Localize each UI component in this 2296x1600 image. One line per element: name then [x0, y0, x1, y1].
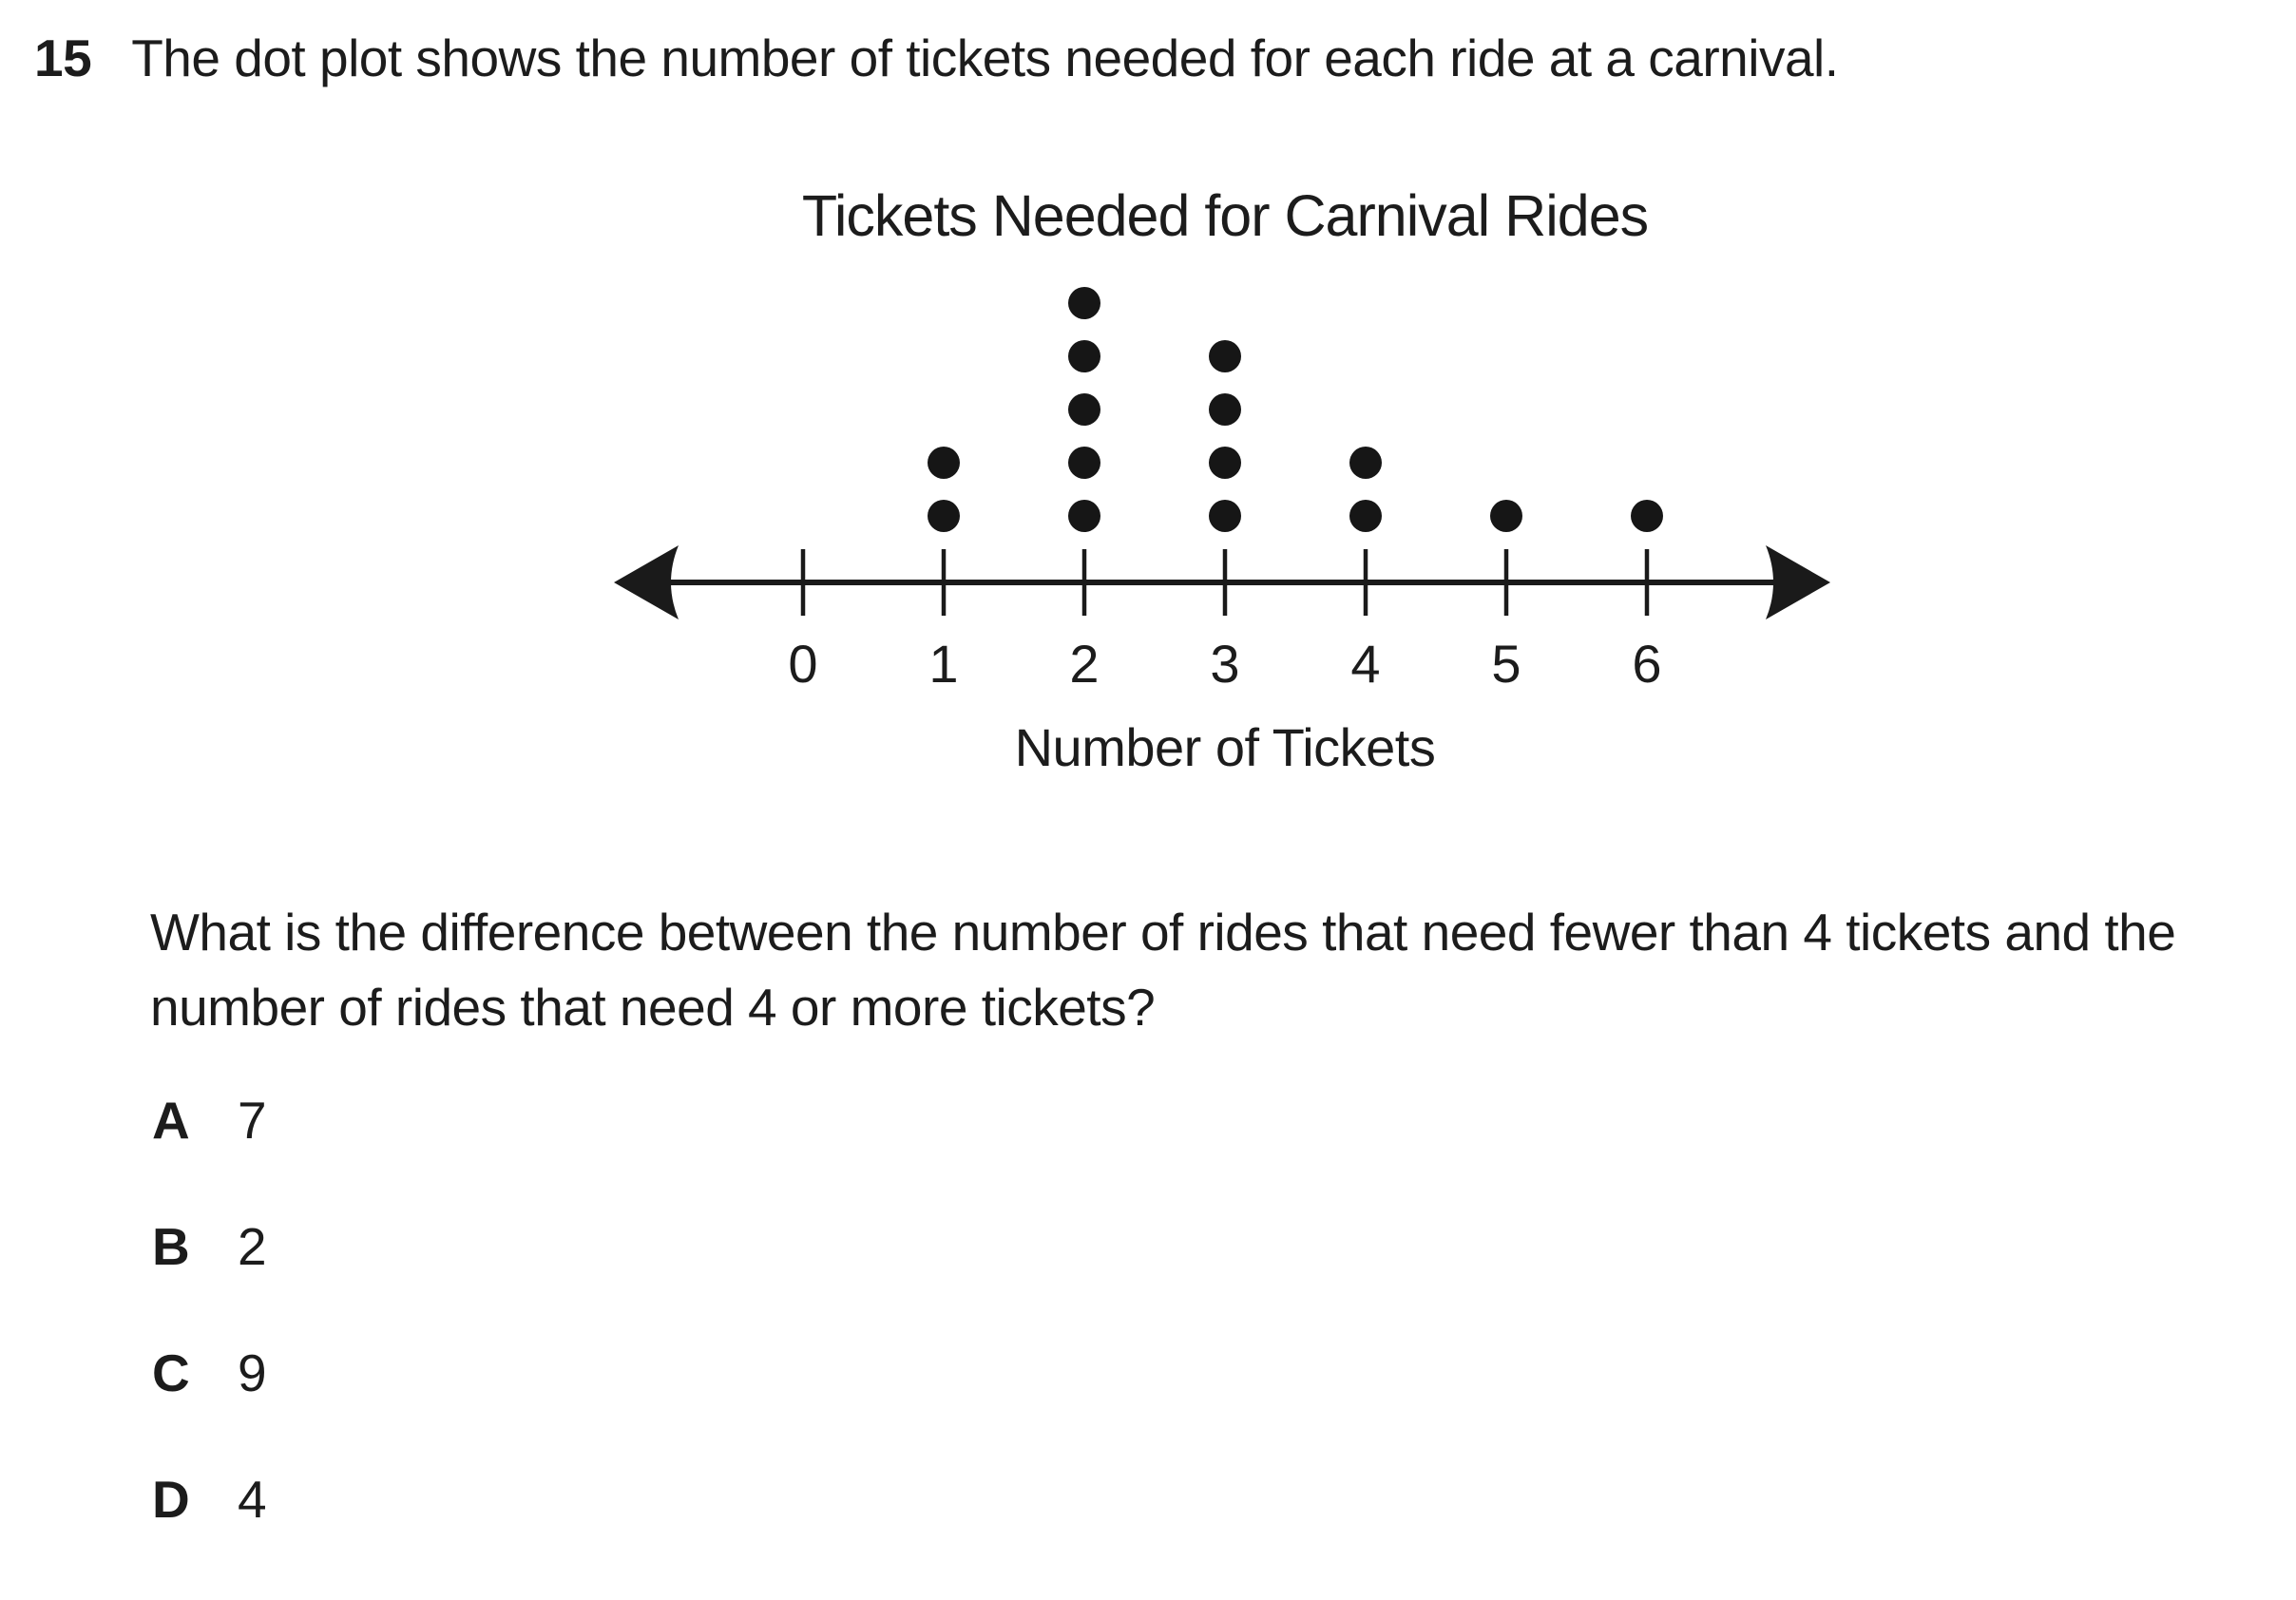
data-dot	[1209, 393, 1241, 426]
question-prompt: The dot plot shows the number of tickets…	[131, 29, 1839, 87]
tick-label: 1	[928, 634, 958, 694]
tick-label: 6	[1632, 634, 1661, 694]
choice-letter: B	[152, 1217, 190, 1276]
dot-plot-figure: Tickets Needed for Carnival Rides 0 1 2 3 4 5…	[561, 169, 1891, 796]
data-dot	[1209, 500, 1241, 532]
data-dot	[1209, 340, 1241, 372]
data-dot	[1068, 287, 1100, 319]
tick-label: 4	[1350, 634, 1380, 694]
question-header: 15 The dot plot shows the number of ticke…	[34, 29, 1839, 87]
chart-title: Tickets Needed for Carnival Rides	[802, 183, 1648, 248]
data-dot	[1068, 447, 1100, 479]
data-dot	[1349, 447, 1382, 479]
choice-letter: C	[152, 1343, 190, 1402]
x-axis	[614, 545, 1830, 619]
choice-letter: D	[152, 1470, 190, 1529]
dot-plot: Tickets Needed for Carnival Rides 0 1 2 3 4 5…	[614, 183, 1830, 777]
data-dot	[1631, 500, 1663, 532]
question-number: 15	[34, 29, 92, 87]
data-dot	[928, 447, 960, 479]
data-dot	[928, 500, 960, 532]
data-dot	[1068, 500, 1100, 532]
choice-letter: A	[152, 1091, 190, 1150]
test-page: { "question": { "number": "15", "prompt"…	[34, 29, 2176, 1526]
axis-right-arrow-icon	[1766, 545, 1830, 619]
data-dot	[1349, 500, 1382, 532]
x-axis-label: Number of Tickets	[1015, 717, 1436, 777]
tick-label: 3	[1210, 634, 1239, 694]
data-dot	[1209, 447, 1241, 479]
axis-left-arrow-icon	[614, 545, 679, 619]
dot-columns	[928, 287, 1663, 532]
question-text: What is the difference between the numbe…	[150, 903, 2176, 1037]
choice-value: 9	[238, 1343, 267, 1402]
tick-labels: 0 1 2 3 4 5 6	[788, 634, 1661, 694]
tick-label: 2	[1069, 634, 1099, 694]
tick-marks	[800, 549, 1650, 616]
tick-label: 5	[1491, 634, 1521, 694]
data-dot	[1068, 340, 1100, 372]
data-dot	[1068, 393, 1100, 426]
tick-label: 0	[788, 634, 817, 694]
choice-value: 2	[238, 1217, 267, 1276]
choice-value: 4	[238, 1470, 267, 1529]
choice-value: 7	[238, 1091, 267, 1150]
data-dot	[1490, 500, 1522, 532]
